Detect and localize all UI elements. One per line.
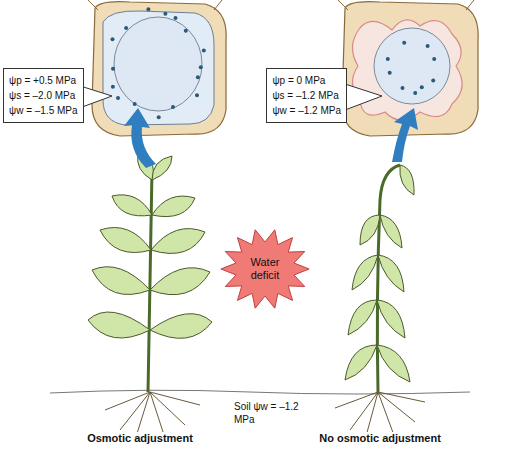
solute-dot	[195, 93, 199, 97]
soil-potential-label: Soil ψw = –1.2 MPa	[232, 400, 316, 426]
potential-value: ψs = –2.0 MPa	[9, 88, 78, 103]
solute-dot	[133, 102, 137, 106]
solute-dot	[386, 57, 390, 61]
soil-line	[50, 390, 470, 394]
potential-value: ψs = –1.2 MPa	[272, 88, 341, 103]
plasma-membrane	[352, 20, 462, 120]
potential-value: ψp = +0.5 MPa	[9, 73, 78, 88]
potential-value: ψw = –1.2 MPa	[272, 103, 341, 118]
solute-dot	[426, 44, 430, 48]
potential-value: ψw = –1.5 MPa	[9, 103, 78, 118]
solute-dot	[111, 85, 115, 89]
solute-dot	[402, 41, 406, 45]
solute-dot	[171, 105, 175, 109]
solute-dot	[431, 78, 435, 82]
solute-dot	[199, 65, 203, 69]
solute-dot	[174, 16, 178, 20]
cell-wall	[92, 2, 226, 136]
solute-dot	[111, 37, 115, 41]
solute-dot	[116, 96, 120, 100]
vacuole	[114, 17, 202, 111]
solute-dot	[146, 7, 150, 11]
solute-dot	[202, 48, 206, 52]
turgid-plant	[88, 154, 212, 440]
wilted-plant	[335, 165, 425, 440]
solute-dot	[420, 85, 424, 89]
solute-dot	[184, 29, 188, 33]
solute-dot	[196, 75, 200, 79]
solute-dot	[124, 26, 128, 30]
potential-value: ψp = 0 MPa	[272, 73, 341, 88]
solute-dot	[401, 86, 405, 90]
solute-dot	[413, 91, 417, 95]
starburst-label: Water deficit	[238, 256, 292, 282]
solute-dot	[432, 57, 436, 61]
caption-label: Osmotic adjustment	[85, 432, 195, 444]
water-potential-box: ψp = +0.5 MPaψs = –2.0 MPaψw = –1.5 MPa	[3, 68, 84, 123]
solute-dot	[111, 67, 115, 71]
cytoplasm	[103, 11, 214, 125]
water-potential-box: ψp = 0 MPaψs = –1.2 MPaψw = –1.2 MPa	[266, 68, 347, 123]
starburst: Water deficit	[220, 228, 310, 310]
vacuole	[374, 28, 450, 104]
solute-dot	[388, 71, 392, 75]
callout-pointer	[345, 84, 382, 110]
solute-dot	[163, 12, 167, 16]
caption-label: No osmotic adjustment	[317, 432, 443, 444]
solute-dot	[157, 115, 161, 119]
